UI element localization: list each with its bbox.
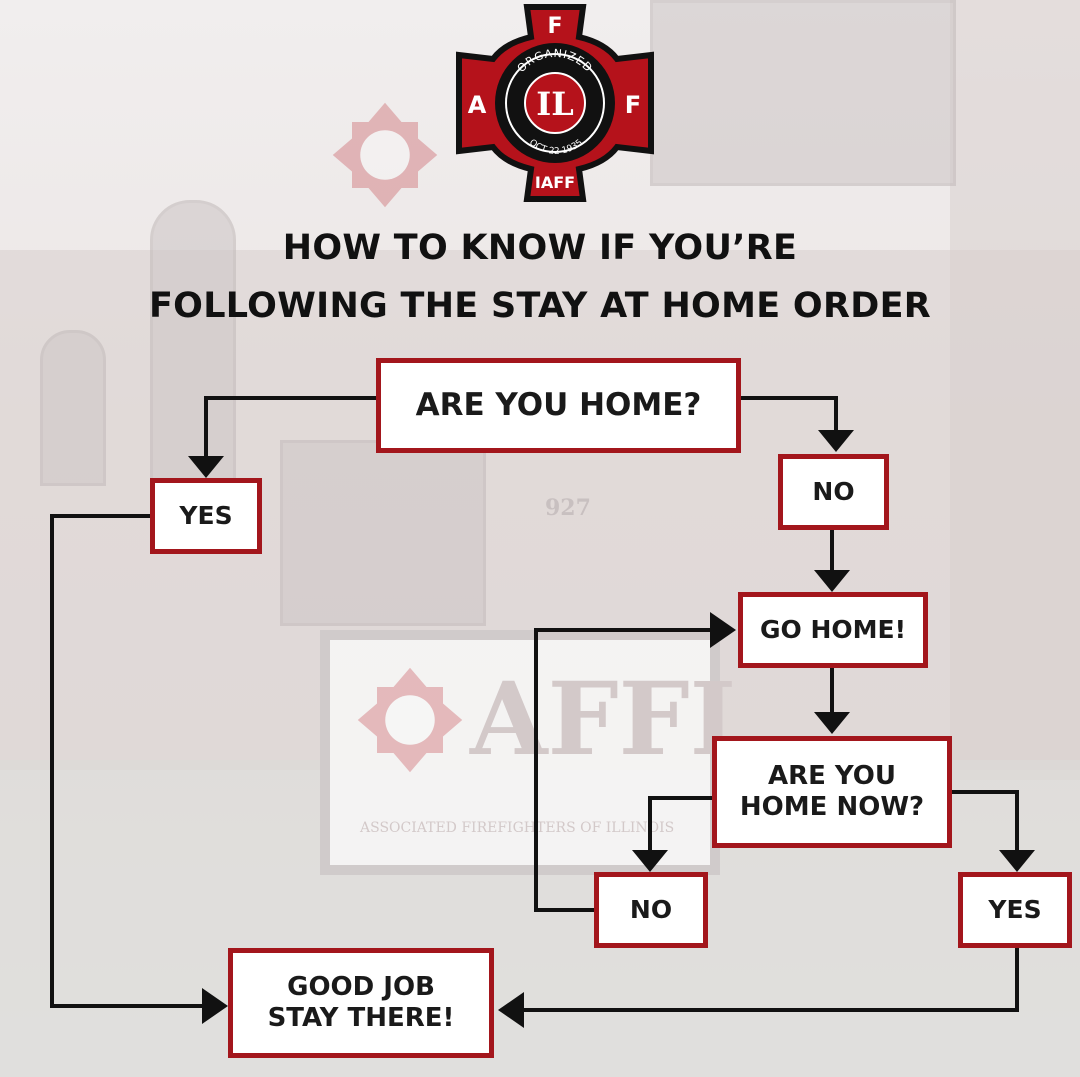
arched-window-left xyxy=(40,330,106,486)
result-line-1: GOOD JOB xyxy=(287,971,435,1002)
step-go-home-label: GO HOME! xyxy=(759,615,906,644)
arrowhead-gohome xyxy=(814,570,850,592)
arrowhead-yes xyxy=(188,456,224,478)
logo-center: IL xyxy=(536,85,573,123)
door-window xyxy=(280,440,486,626)
arrowhead-loop xyxy=(710,612,736,648)
answer-yes-now: YES xyxy=(958,872,1072,948)
question-are-you-home-label: ARE YOU HOME? xyxy=(415,386,702,423)
arrowhead-end-right xyxy=(498,992,524,1028)
sign-logo-ghost xyxy=(357,667,463,773)
arrowhead-yes2 xyxy=(999,850,1035,872)
arrowhead-no2 xyxy=(632,850,668,872)
arched-window-center xyxy=(150,200,236,486)
building-right-wall xyxy=(950,0,1080,780)
question-are-you-home-now: ARE YOU HOME NOW? xyxy=(712,736,952,848)
sign-subtext: ASSOCIATED FIREFIGHTERS OF ILLINOIS xyxy=(360,820,675,836)
answer-yes: YES xyxy=(150,478,262,554)
answer-no-now: NO xyxy=(594,872,708,948)
question-home-now-line-1: ARE YOU xyxy=(767,760,897,791)
connector-q2-yes xyxy=(950,790,1019,852)
connector-yes2-end xyxy=(522,946,1019,1012)
building-sign xyxy=(320,630,720,875)
arrowhead-no xyxy=(818,430,854,452)
logo-bottom: IAFF xyxy=(535,173,575,192)
logo-left-letter: A xyxy=(468,91,487,119)
wall-logo-ghost xyxy=(332,102,438,208)
answer-yes-now-label: YES xyxy=(988,895,1042,924)
connector-q1-yes xyxy=(204,396,378,458)
connector-q2-no xyxy=(648,796,718,852)
arrowhead-q2 xyxy=(814,712,850,734)
connector-no-loop xyxy=(534,628,712,912)
answer-no-now-label: NO xyxy=(629,895,673,924)
title-line-1: HOW TO KNOW IF YOU’RE xyxy=(282,228,798,268)
logo-right-letter: F xyxy=(625,91,641,119)
arrowhead-end-left xyxy=(202,988,228,1024)
connector-q1-no xyxy=(740,396,838,432)
question-are-you-home: ARE YOU HOME? xyxy=(376,358,741,453)
title-line-2: FOLLOWING THE STAY AT HOME ORDER xyxy=(148,286,932,326)
sign-text: AFFI xyxy=(470,660,737,778)
answer-yes-label: YES xyxy=(179,501,233,530)
iaff-logo: F A F ORGANIZED IL OCT 22 1935 IAFF xyxy=(456,3,654,202)
result-line-2: STAY THERE! xyxy=(267,1003,455,1033)
step-go-home: GO HOME! xyxy=(738,592,928,668)
connector-yes-end xyxy=(50,514,206,1008)
logo-top-letter: F xyxy=(547,14,562,39)
address-number: 927 xyxy=(545,495,591,521)
answer-no: NO xyxy=(778,454,889,530)
answer-no-label: NO xyxy=(812,477,855,506)
question-home-now-line-2: HOME NOW? xyxy=(739,792,925,822)
result-good-job: GOOD JOB STAY THERE! xyxy=(228,948,494,1058)
